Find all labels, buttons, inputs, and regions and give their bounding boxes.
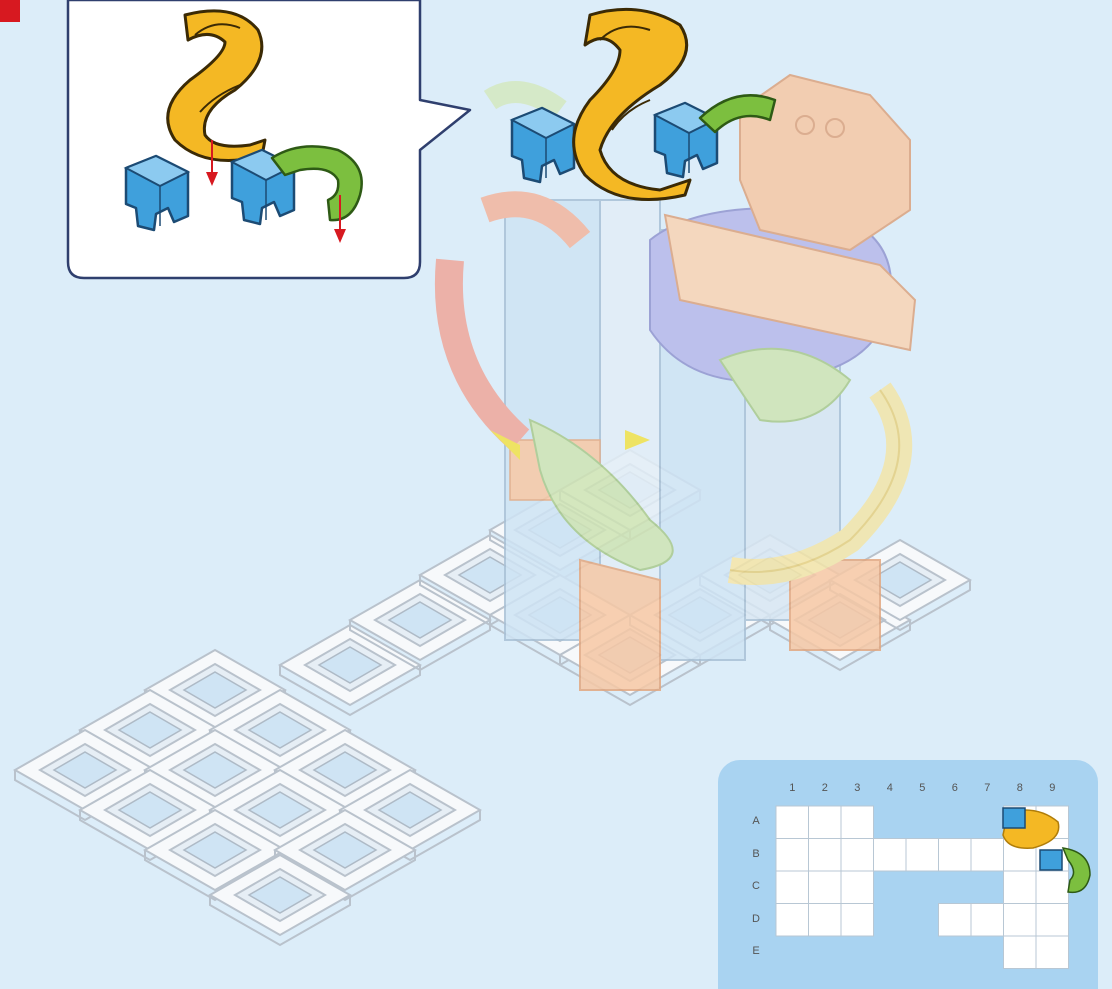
grid-cell-A2	[809, 806, 842, 839]
grid-cell-D2	[809, 904, 842, 937]
grid-cell-C1	[776, 871, 809, 904]
grid-cell-C3	[841, 871, 874, 904]
grid-cell-B7	[971, 839, 1004, 872]
grid-row-label: B	[746, 848, 766, 860]
grid-cell-B4	[874, 839, 907, 872]
grid-column-label: 3	[847, 782, 867, 794]
grid-cell-D8	[1004, 904, 1037, 937]
grid-cell-B1	[776, 839, 809, 872]
grid-column-label: 5	[912, 782, 932, 794]
grid-cell-E8	[1004, 936, 1037, 969]
grid-column-label: 9	[1042, 782, 1062, 794]
grid-cell-D6	[939, 904, 972, 937]
grid-column-label: 7	[977, 782, 997, 794]
grid-column-label: 8	[1010, 782, 1030, 794]
grid-cell-B2	[809, 839, 842, 872]
grid-cell-C2	[809, 871, 842, 904]
grid-row-label: A	[746, 815, 766, 827]
grid-cell-D9	[1036, 904, 1069, 937]
grid-column-label: 4	[880, 782, 900, 794]
grid-cell-B3	[841, 839, 874, 872]
grid-column-label: 1	[782, 782, 802, 794]
grid-cell-C8	[1004, 871, 1037, 904]
grid-cell-A3	[841, 806, 874, 839]
grid-cell-B6	[939, 839, 972, 872]
grid-cell-D3	[841, 904, 874, 937]
grid-cell-D1	[776, 904, 809, 937]
grid-map	[718, 760, 1098, 989]
grid-cell-D7	[971, 904, 1004, 937]
grid-cell-E9	[1036, 936, 1069, 969]
grid-row-label: D	[746, 913, 766, 925]
grid-row-label: C	[746, 880, 766, 892]
grid-column-label: 6	[945, 782, 965, 794]
grid-cell-C9	[1036, 871, 1069, 904]
grid-cell-B5	[906, 839, 939, 872]
callout-bubble	[68, 0, 470, 278]
grid-cell-A1	[776, 806, 809, 839]
grid-column-label: 2	[815, 782, 835, 794]
grid-row-label: E	[746, 945, 766, 957]
